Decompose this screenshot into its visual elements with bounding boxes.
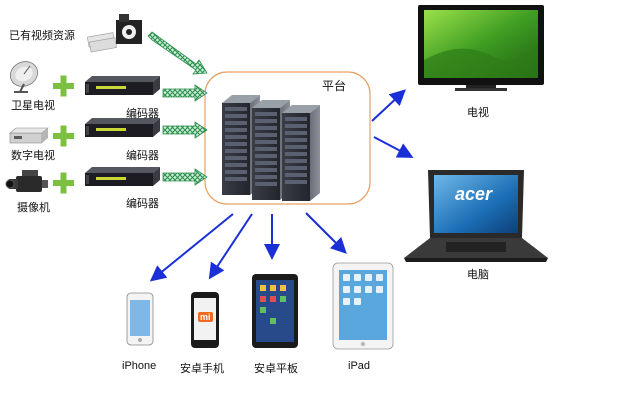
plus-icon (53, 75, 74, 97)
output-arrows (149, 89, 414, 282)
laptop-brand-logo: acer (455, 184, 493, 204)
label-computer: 电脑 (467, 268, 489, 281)
encoder-icon (85, 76, 160, 95)
arrow-to-computer (373, 136, 414, 158)
phone-brand-logo: mi (198, 312, 213, 322)
label-ipad: iPad (348, 360, 371, 372)
arrow-to-ipad (305, 212, 347, 254)
encoder-icon (85, 118, 160, 137)
hatched-arrow-camera (162, 168, 208, 186)
encoder-icon (85, 167, 160, 186)
satellite-dish-icon (9, 61, 39, 93)
plus-signs (53, 75, 74, 194)
label-digital-tv: 数字电视 (11, 149, 55, 162)
tv-icon (418, 5, 544, 91)
hatched-arrow-video (147, 31, 208, 75)
hatched-arrow-satellite (162, 84, 208, 102)
arrow-to-iphone (149, 213, 234, 282)
laptop-icon (404, 170, 548, 262)
set-top-box-icon (9, 127, 49, 144)
iphone-icon (126, 292, 154, 346)
plus-icon (53, 125, 74, 147)
hatched-arrow-digital (162, 121, 208, 139)
arrow-to-tv (371, 89, 406, 122)
label-satellite-tv: 卫星电视 (11, 99, 55, 112)
label-iphone: iPhone (122, 360, 157, 372)
android-tablet-icon (252, 274, 298, 348)
plus-icon (53, 172, 74, 194)
server-rack-icon (222, 95, 320, 201)
label-encoder-1: 编码器 (126, 107, 159, 120)
label-encoder-3: 编码器 (126, 197, 159, 210)
arrow-to-android-phone (208, 213, 253, 280)
video-resource-icon (86, 14, 142, 53)
label-existing-video: 已有视频资源 (9, 29, 75, 42)
label-camera: 摄像机 (17, 201, 50, 214)
camcorder-icon (5, 170, 48, 192)
platform-label: 平台 (322, 79, 347, 93)
label-encoder-2: 编码器 (126, 149, 159, 162)
ipad-icon (332, 262, 394, 350)
input-arrows (147, 31, 208, 186)
label-android-tablet: 安卓平板 (254, 362, 298, 375)
label-android-phone: 安卓手机 (180, 362, 224, 375)
encoder-devices (85, 76, 160, 186)
label-tv: 电视 (467, 106, 489, 119)
